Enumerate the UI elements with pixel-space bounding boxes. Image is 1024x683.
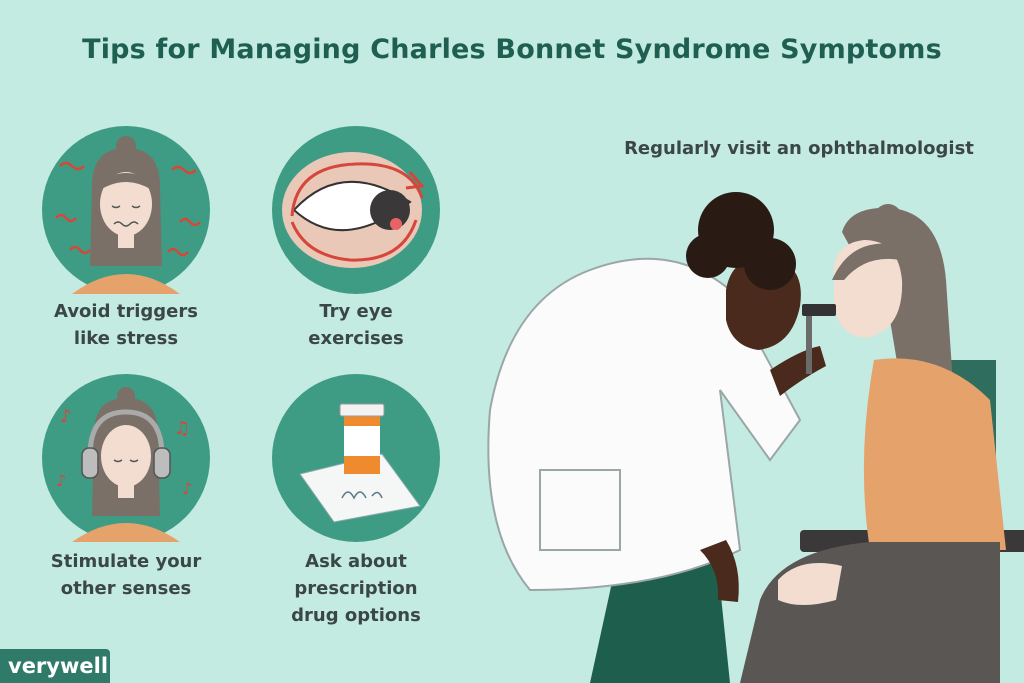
svg-text:♫: ♫ (174, 418, 190, 439)
headphones-music-icon: ♪ ♫ ♪ ♪ (42, 374, 210, 542)
svg-text:♪: ♪ (56, 471, 66, 490)
prescription-bottle-icon (272, 374, 440, 542)
right-caption: Regularly visit an ophthalmologist (624, 138, 974, 159)
svg-text:♪: ♪ (182, 479, 192, 498)
eye-exercise-icon (272, 126, 440, 294)
svg-text:♪: ♪ (60, 406, 72, 427)
stressed-person-icon (42, 126, 210, 294)
ophthalmologist-exam-illustration (487, 192, 1024, 683)
verywell-logo: verywell (0, 649, 110, 683)
page-title: Tips for Managing Charles Bonnet Syndrom… (82, 34, 942, 65)
